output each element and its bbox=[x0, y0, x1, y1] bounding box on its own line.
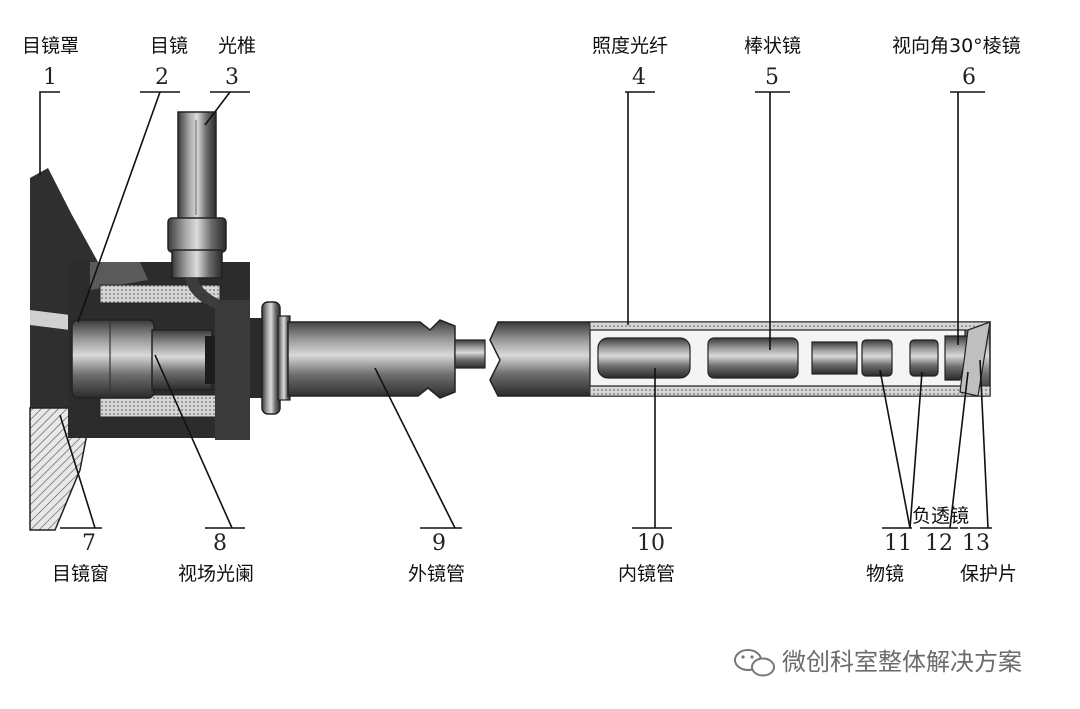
label-rod-lens: 棒状镜 bbox=[744, 35, 801, 57]
label-inner-tube: 内镜管 bbox=[618, 563, 675, 585]
light-post-part bbox=[167, 111, 227, 308]
number-3: 3 bbox=[225, 65, 239, 90]
label-outer-tube: 外镜管 bbox=[408, 563, 465, 585]
collar-rings bbox=[250, 301, 291, 415]
number-13: 13 bbox=[962, 531, 990, 556]
outer-tube-part bbox=[287, 319, 486, 399]
eyepiece-housing bbox=[68, 262, 250, 440]
watermark-text: 微创科室整体解决方案 bbox=[782, 648, 1022, 676]
label-eyepiece-window: 目镜窗 bbox=[52, 563, 109, 585]
bottom-leader-lines bbox=[59, 354, 992, 529]
label-protective-sheet: 保护片 bbox=[960, 563, 1017, 585]
number-1: 1 bbox=[43, 65, 57, 90]
number-2: 2 bbox=[155, 65, 169, 90]
number-9: 9 bbox=[432, 531, 446, 556]
label-illumination-fiber: 照度光纤 bbox=[592, 35, 668, 57]
number-11: 11 bbox=[884, 531, 912, 556]
label-light-cone: 光椎 bbox=[218, 35, 256, 57]
label-eyepiece: 目镜 bbox=[150, 35, 188, 57]
number-10: 10 bbox=[637, 531, 665, 556]
label-prism-30: 视向角30°棱镜 bbox=[892, 35, 1021, 57]
number-8: 8 bbox=[213, 531, 227, 556]
scope-shaft bbox=[489, 321, 991, 397]
number-12: 12 bbox=[925, 531, 953, 556]
top-leader-lines bbox=[39, 91, 985, 350]
number-4: 4 bbox=[632, 65, 646, 90]
label-field-stop: 视场光阑 bbox=[178, 563, 254, 585]
label-negative-lens: 负透镜 bbox=[912, 505, 969, 527]
number-6: 6 bbox=[962, 65, 976, 90]
eyepiece-cover-part bbox=[29, 168, 98, 531]
wechat-icon bbox=[734, 649, 775, 677]
label-objective: 物镜 bbox=[866, 563, 904, 585]
number-7: 7 bbox=[82, 531, 96, 556]
label-eyepiece-cover: 目镜罩 bbox=[22, 35, 79, 57]
number-5: 5 bbox=[765, 65, 779, 90]
